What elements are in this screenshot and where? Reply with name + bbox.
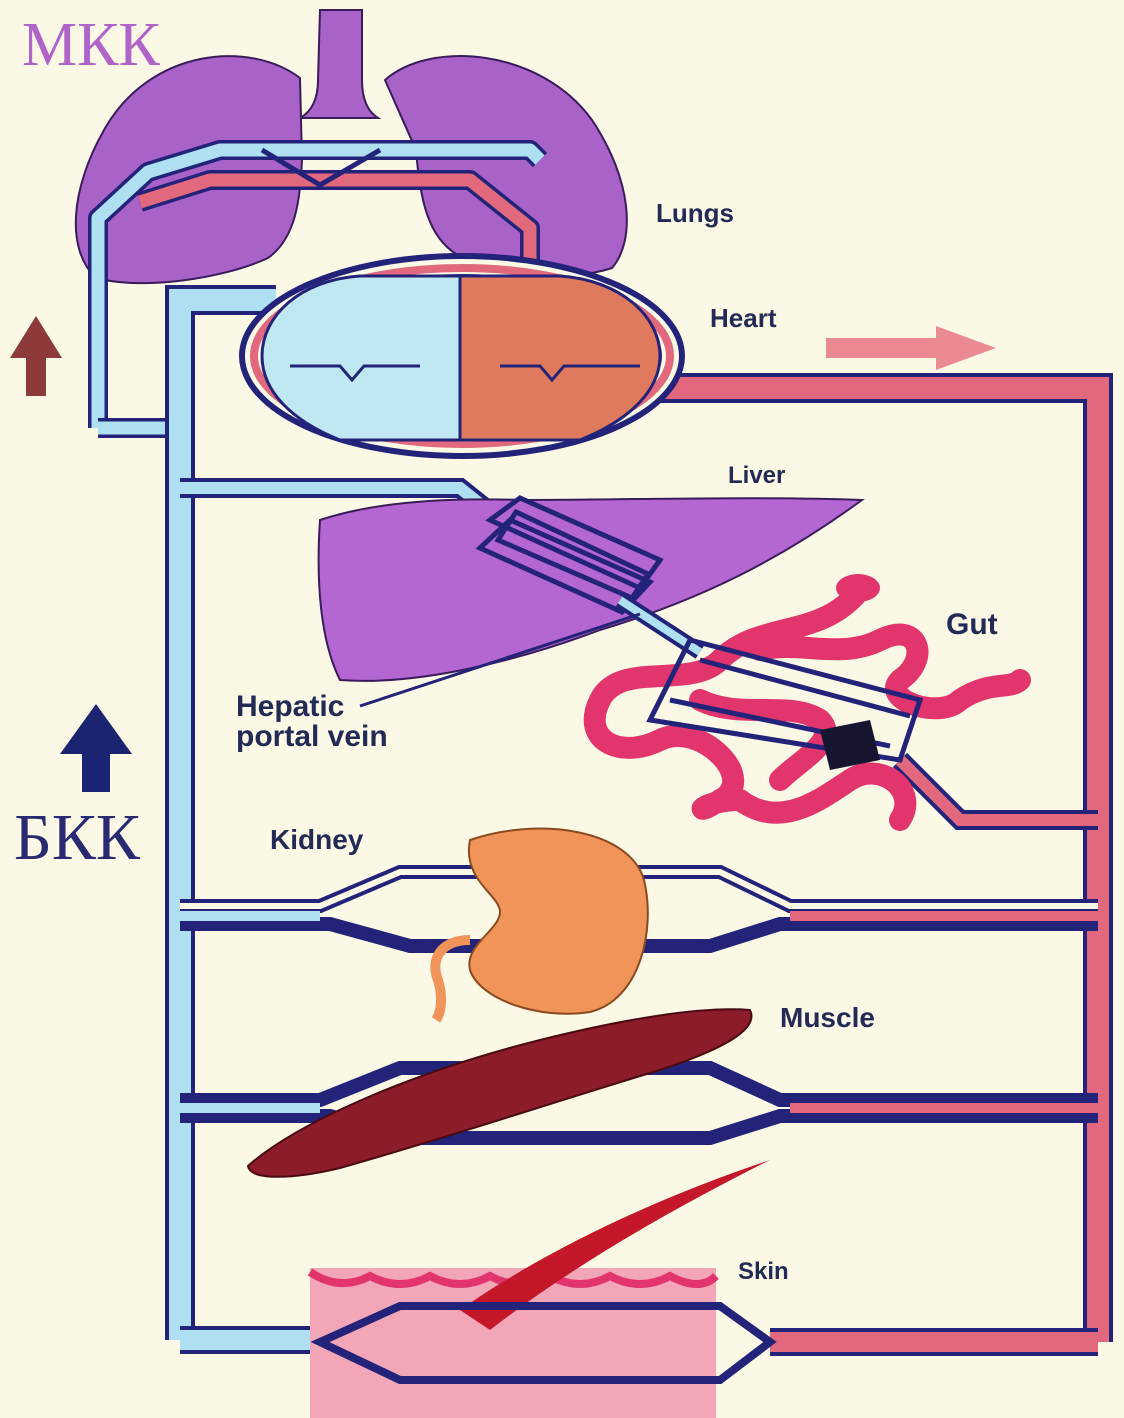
skin-label: Skin <box>738 1258 789 1286</box>
hepatic-portal-vein-label-line1: Hepatic <box>236 692 388 722</box>
right-arrow-pink-icon <box>826 326 996 370</box>
systemic-circulation-label: БКК <box>14 800 140 876</box>
pulmonary-circulation-label: МКК <box>22 10 160 81</box>
hepatic-portal-vein-label: Hepatic portal vein <box>236 692 388 752</box>
up-arrow-brown-icon <box>10 316 62 396</box>
hepatic-portal-vein-label-line2: portal vein <box>236 722 388 752</box>
trachea <box>300 10 378 118</box>
gut-label: Gut <box>946 608 998 642</box>
kidney <box>469 829 648 1014</box>
kidney-label: Kidney <box>270 824 363 856</box>
vena-cava <box>180 300 276 1340</box>
up-arrow-navy-icon <box>60 704 132 792</box>
liver-label: Liver <box>728 462 785 490</box>
right-lung <box>385 56 627 275</box>
muscle-label: Muscle <box>780 1002 875 1034</box>
heart-label: Heart <box>710 303 776 334</box>
heart <box>242 256 682 456</box>
lungs-label: Lungs <box>656 198 734 229</box>
